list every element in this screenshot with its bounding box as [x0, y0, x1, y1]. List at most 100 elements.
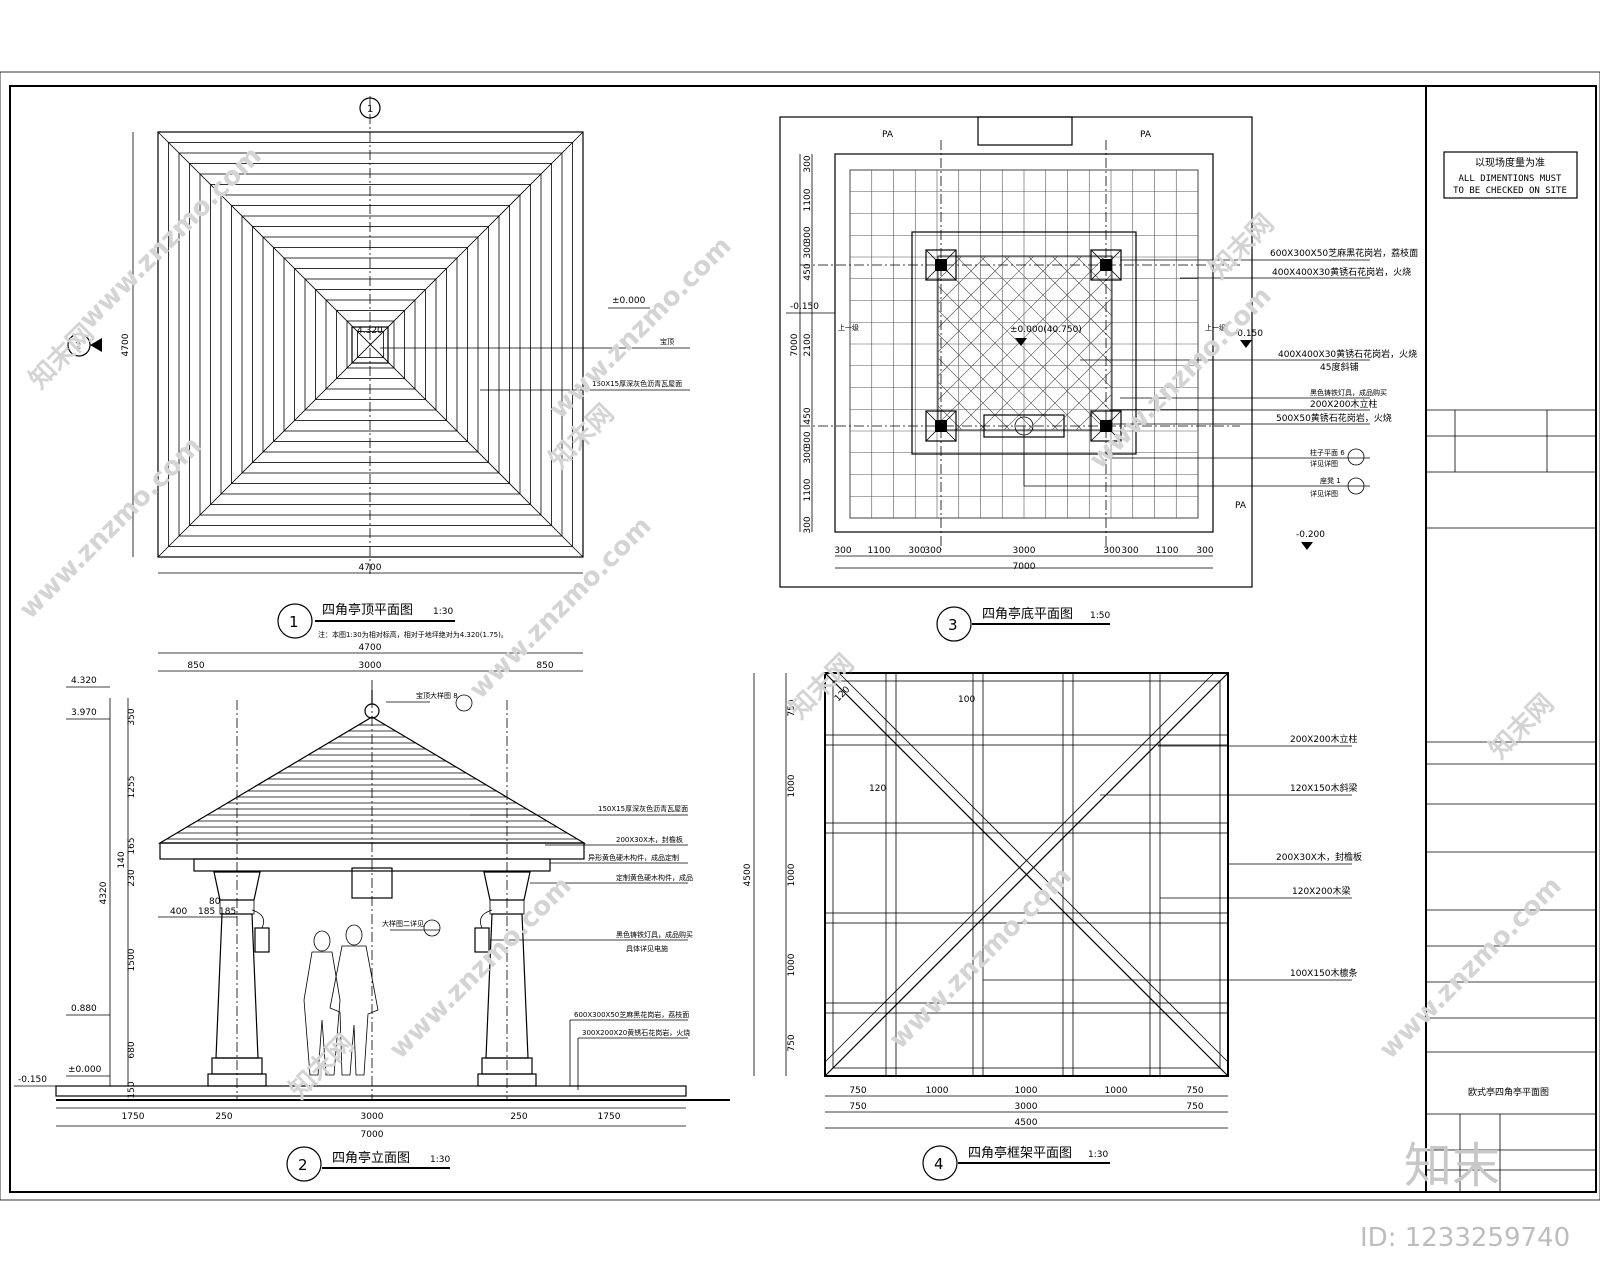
zone-label: PA — [882, 130, 894, 140]
dim-total: 4320 — [99, 881, 109, 904]
roof-course — [199, 173, 542, 516]
diagonal-joint — [955, 273, 1113, 431]
dim: 400 — [170, 907, 187, 917]
label: 600X300X50芝麻黑花岗岩，荔枝面 — [1270, 247, 1418, 259]
dim: 100 — [958, 695, 975, 705]
dim: 750 — [787, 1034, 797, 1051]
dim: 1500 — [127, 948, 137, 971]
watermark: www.znzmo.com — [14, 431, 208, 625]
dim: 185 — [198, 907, 215, 917]
diagonal-joint — [1051, 369, 1113, 431]
level-arrow — [1015, 338, 1027, 346]
level-ground: ±0.000 — [612, 296, 646, 306]
dim: 1255 — [127, 776, 137, 799]
dim: 1000 — [1015, 1086, 1038, 1096]
view-scale: 1:30 — [433, 607, 453, 617]
view-note: 注：本图1:30为相对标高，相对于地坪绝对为4.320(1.75)。 — [318, 630, 508, 639]
label: 定制黄色硬木构件，成品 — [616, 873, 693, 882]
label: 200X30X木，封檐板 — [616, 835, 683, 844]
level-top: 4.320 — [357, 326, 383, 336]
dim-height: 4700 — [121, 333, 131, 356]
view-number-circle — [277, 603, 313, 639]
label: 座凳 1 — [1320, 476, 1341, 485]
view-number: 4 — [934, 1155, 944, 1173]
diagonal-joint — [1003, 321, 1113, 431]
center-level: ±0.000(40.750) — [1010, 325, 1082, 335]
note-cn: 以现场度量为准 — [1475, 156, 1545, 169]
diagonal-joint — [1051, 255, 1113, 317]
dim: 3000 — [1013, 546, 1036, 556]
dim: 300 — [803, 446, 813, 463]
dim: 850 — [187, 661, 204, 671]
lamp-icon — [251, 909, 270, 953]
roof-course — [304, 278, 437, 411]
diagonal-joint — [937, 255, 1011, 329]
watermark: www.znzmo.com — [384, 871, 578, 1065]
roof-course — [357, 331, 384, 358]
dim: 1750 — [122, 1112, 145, 1122]
watermark: 知末网 — [1484, 689, 1560, 765]
plan-outer-frame — [779, 116, 1253, 588]
view3-floor-plan: PA PA PA ±0.000(40.750) -0.150 -0.150 -0… — [779, 116, 1418, 642]
callout — [1347, 477, 1365, 495]
label: 200X200木立柱 — [1290, 733, 1358, 745]
dim: 80 — [209, 897, 221, 907]
id-text: ID: 1233259740 — [1360, 1223, 1570, 1253]
dim-width: 4700 — [359, 563, 382, 573]
dim: 300 — [908, 546, 925, 556]
paving-grid — [849, 169, 1199, 519]
label: 120X200木梁 — [1292, 885, 1351, 897]
dim: 3000 — [361, 1112, 384, 1122]
label: 500X50黄锈石花岗岩，火烧 — [1276, 412, 1392, 424]
diagonal-joint — [979, 255, 1113, 389]
site-note-box — [1443, 151, 1578, 199]
view1-roof-plan: 4700 4700 1 2 4.320 ±0.000 宝顶 150X15厚深灰色… — [67, 96, 690, 639]
callout — [423, 919, 441, 937]
view4-frame-plan: 4500 750 1000 1000 1000 750 750 1000 100… — [743, 672, 1362, 1181]
roof-course — [315, 289, 426, 400]
diagonal-joint — [937, 255, 987, 305]
roof-course — [220, 194, 521, 495]
frame-purlin — [824, 822, 1229, 834]
dim-total: 4500 — [1015, 1118, 1038, 1128]
view-title: 四角亭顶平面图 — [322, 602, 413, 618]
roof-course — [210, 184, 531, 505]
zone-label: PA — [1235, 501, 1247, 511]
drawing-name: 欧式亭四角亭平面图 — [1468, 1086, 1549, 1098]
dim: 1100 — [1156, 546, 1179, 556]
frame-purlin — [824, 734, 1229, 746]
roof-course — [283, 257, 458, 432]
dim: 300 — [1103, 546, 1120, 556]
view-number: 1 — [289, 613, 299, 631]
pavilion-inner — [937, 255, 1113, 431]
people-figures — [303, 924, 379, 1076]
frame-joist — [885, 672, 897, 1077]
dim: 1100 — [803, 188, 813, 211]
dim: 750 — [849, 1102, 866, 1112]
view-number: 3 — [948, 616, 958, 634]
label-roof: 150X15厚深灰色沥青瓦屋面 — [592, 379, 682, 388]
roof-course — [325, 299, 416, 390]
diagonal-joint — [1027, 255, 1113, 341]
dim-total: 4700 — [359, 643, 382, 653]
roof-course — [168, 142, 573, 547]
label: 大样图二详见 — [382, 919, 424, 928]
dim: 1000 — [926, 1086, 949, 1096]
plan-platform — [834, 153, 1214, 533]
label: 45度斜铺 — [1320, 361, 1358, 373]
label: 120X150木斜梁 — [1290, 782, 1358, 794]
watermark: 知末网 — [24, 319, 100, 395]
roof-course — [189, 163, 552, 526]
diagonal-paving — [937, 255, 1113, 431]
frame-purlin — [824, 912, 1229, 924]
watermark: 知末网 — [784, 649, 860, 725]
roof-course — [231, 205, 510, 484]
roof-diagonal — [157, 131, 584, 558]
watermark: www.znzmo.com — [1084, 281, 1278, 475]
diagonal-joint — [937, 333, 1035, 431]
view-title: 四角亭立面图 — [332, 1150, 410, 1166]
dim: 300 — [803, 226, 813, 243]
dim: 300 — [803, 431, 813, 448]
frame-joist — [1062, 672, 1074, 1077]
roof-course — [252, 226, 489, 463]
